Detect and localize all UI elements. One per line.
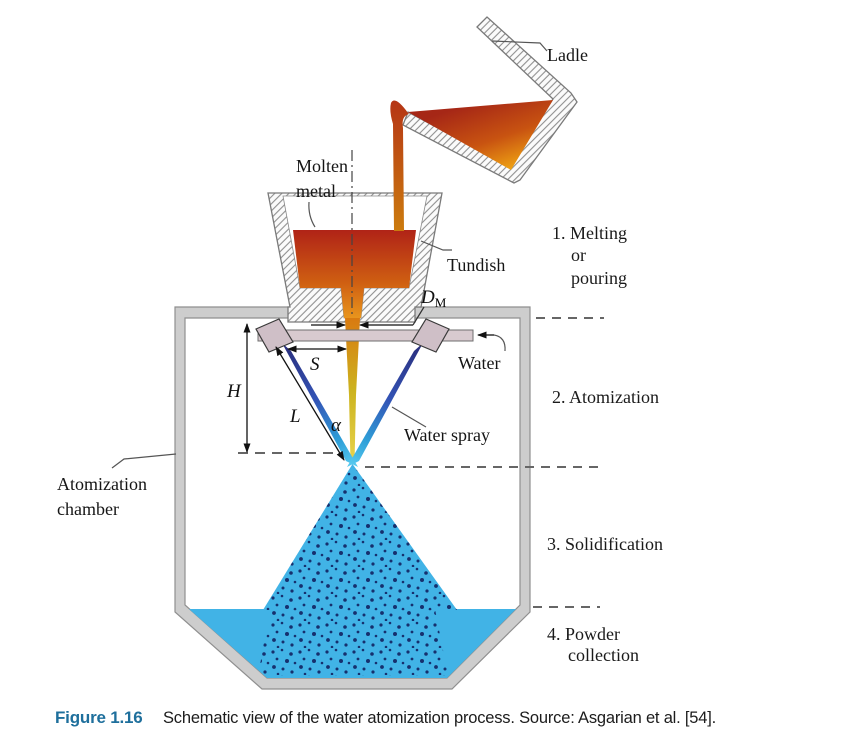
water-spray-label: Water spray	[404, 425, 490, 445]
molten-metal-leader-line	[308, 201, 316, 228]
step-1-label-line3: pouring	[571, 268, 627, 288]
figure-caption-number: Figure 1.16	[55, 708, 143, 727]
figure-caption-text: Schematic view of the water atomization …	[163, 709, 716, 727]
step-4-label: 4. Powder	[547, 624, 620, 644]
nozzle-right	[411, 318, 450, 353]
dm-leader-line	[412, 306, 425, 326]
step-3-label: 3. Solidification	[547, 534, 663, 554]
h-dimension-label: H	[226, 381, 242, 402]
l-dimension-label: L	[289, 406, 301, 427]
ladle-molten-metal	[408, 100, 553, 170]
l-dimension-arrow	[275, 346, 345, 461]
s-dimension-label: S	[310, 354, 320, 375]
step-1-label-line2: or	[571, 245, 586, 265]
tundish-molten-metal	[293, 230, 416, 318]
molten-metal-label-1: Molten	[296, 156, 348, 176]
step-1-label: 1. Melting	[552, 223, 627, 243]
water-manifold	[257, 329, 474, 342]
step-2-label: 2. Atomization	[552, 387, 659, 407]
atomization-chamber-label-1: Atomization	[57, 474, 147, 494]
spray-cone-powder-dots	[263, 464, 457, 610]
nozzle-left	[255, 318, 294, 353]
chamber-leader-line	[111, 453, 177, 469]
tundish-label: Tundish	[447, 255, 505, 275]
atomization-chamber-label-2: chamber	[57, 499, 119, 519]
water-jet-left	[282, 343, 358, 467]
tundish-leader-line	[420, 240, 452, 251]
step-4-label-line2: collection	[568, 645, 639, 665]
pour-stream	[390, 100, 409, 232]
water-label: Water	[458, 353, 501, 373]
dm-dimension-label: DM	[420, 287, 447, 310]
molten-metal-label-2: metal	[296, 181, 336, 201]
alpha-angle-label: α	[331, 415, 342, 436]
pool-powder-dots	[258, 609, 448, 676]
ladle-label: Ladle	[547, 45, 588, 65]
water-leader-line	[493, 334, 506, 352]
ladle-leader-line	[491, 40, 548, 52]
water-jet-right	[347, 343, 423, 467]
metal-stream	[345, 318, 360, 464]
water-spray-leader-line	[391, 406, 427, 428]
